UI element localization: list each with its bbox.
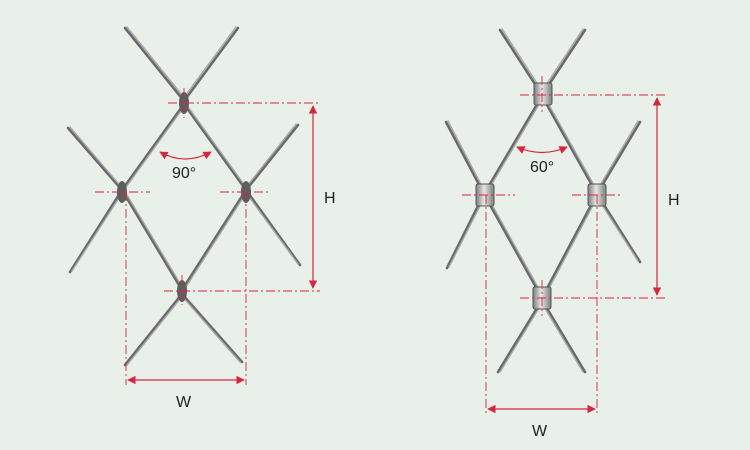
dimension-lines-left <box>95 88 320 385</box>
height-label-right: H <box>668 192 680 209</box>
angle-arc-60 <box>516 146 568 154</box>
mesh-cables-left <box>66 26 302 367</box>
angle-arc-90 <box>159 151 212 160</box>
mesh-cables-right <box>444 28 642 374</box>
ferrule-mesh-60: 60° H W <box>444 28 680 440</box>
knotted-mesh-90: 90° H W <box>66 26 336 411</box>
width-label-right: W <box>532 423 548 440</box>
dimension-lines-right <box>462 76 665 414</box>
angle-label-90: 90° <box>172 165 196 182</box>
mesh-ferrules-right <box>475 82 607 310</box>
mesh-knots-left <box>117 92 251 302</box>
angle-label-60: 60° <box>530 159 554 176</box>
width-label-left: W <box>176 394 192 411</box>
knot-top <box>179 92 189 114</box>
ferrule-top <box>533 82 553 106</box>
height-label-left: H <box>324 190 336 207</box>
knot-left <box>117 181 127 203</box>
